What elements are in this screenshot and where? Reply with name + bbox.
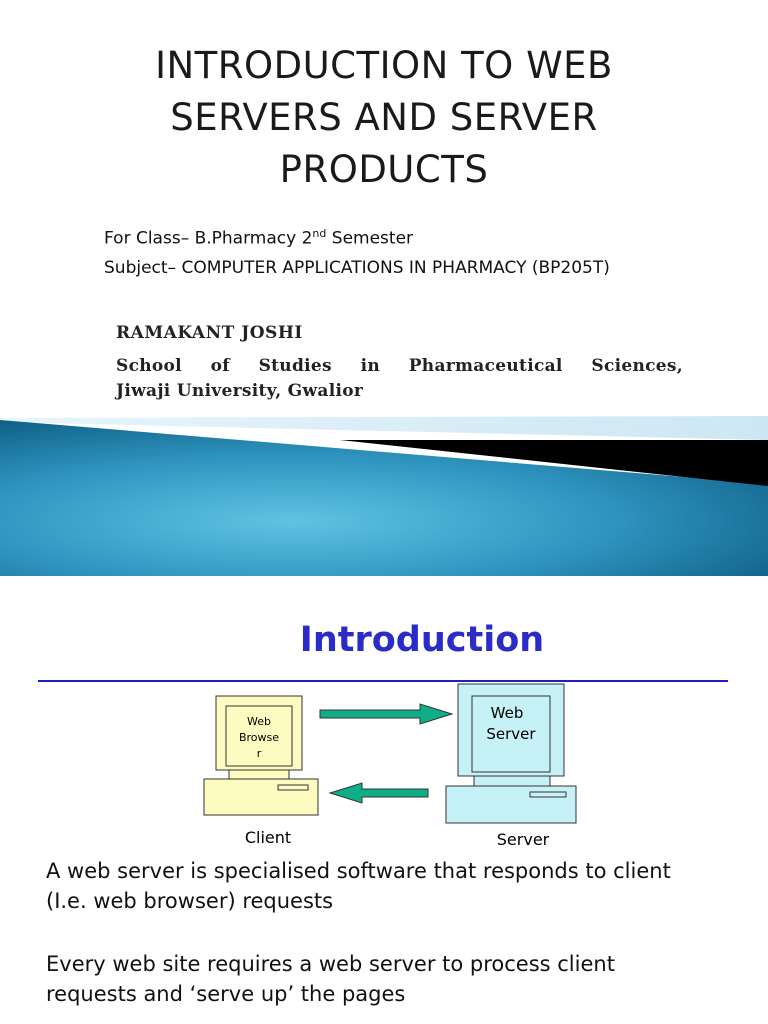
paragraph-web-server: A web server is specialised software tha… (46, 856, 671, 916)
arrow-right-icon (319, 703, 454, 725)
server-computer-icon (445, 683, 577, 824)
slide-title: INTRODUCTION TO WEB SERVERS AND SERVER P… (60, 40, 708, 196)
server-screen-text: Server (486, 725, 536, 743)
client-label: Client (245, 828, 291, 847)
heading-rule (38, 680, 728, 682)
introduction-slide: Introduction Web Browse r Web Server (0, 596, 768, 1024)
class-superscript: nd (312, 227, 327, 240)
server-screen-text: Web (491, 704, 524, 722)
affiliation-line: Jiwaji University, Gwalior (116, 381, 364, 401)
client-screen-text: Browse (239, 731, 279, 744)
class-suffix: Semester (326, 228, 414, 249)
paragraph-line: requests and ‘serve up’ the pages (46, 982, 406, 1006)
slide-heading: Introduction (299, 620, 545, 660)
author-affiliation: School of Studies in Pharmaceutical Scie… (116, 354, 683, 404)
server-label: Server (497, 830, 550, 849)
decorative-banner (0, 416, 768, 576)
banner-blue-area (0, 420, 768, 576)
client-screen-text: Web (247, 715, 271, 728)
arrow-left-icon (328, 782, 429, 804)
client-screen-text: r (257, 747, 262, 760)
banner-dark-wedge (340, 440, 768, 486)
paragraph-line: Every web site requires a web server to … (46, 952, 615, 976)
client-server-diagram: Web Browse r Web Server Client Server (203, 683, 577, 849)
paragraph-every-site: Every web site requires a web server to … (46, 949, 615, 1009)
paragraph-line: (I.e. web browser) requests (46, 889, 334, 913)
banner-light-band (0, 416, 768, 440)
class-prefix: For Class– B.Pharmacy 2 (104, 228, 313, 249)
affiliation-line: School of Studies in Pharmaceutical Scie… (116, 356, 683, 376)
paragraph-line: A web server is specialised software tha… (46, 859, 671, 883)
class-line: For Class– B.Pharmacy 2nd Semester (104, 227, 413, 249)
slide-gap (0, 576, 768, 596)
slide-title-line: PRODUCTS (279, 148, 489, 191)
slide-title-line: INTRODUCTION TO WEB (155, 44, 613, 87)
title-slide: INTRODUCTION TO WEB SERVERS AND SERVER P… (0, 40, 768, 576)
client-computer-icon (203, 695, 319, 816)
slide-title-line: SERVERS AND SERVER (170, 96, 598, 139)
author-name: RAMAKANT JOSHI (116, 323, 303, 343)
subject-line: Subject– COMPUTER APPLICATIONS IN PHARMA… (104, 258, 610, 278)
